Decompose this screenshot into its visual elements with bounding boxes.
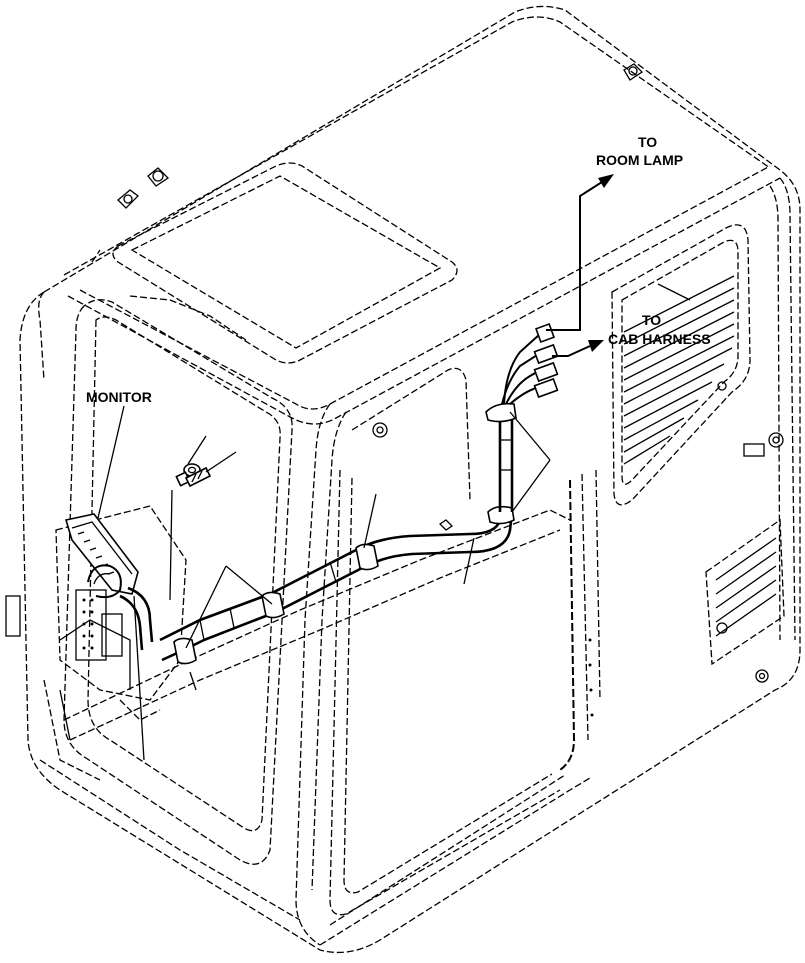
monitor-label: MONITOR (86, 389, 152, 405)
room-lamp-label-to: TO (638, 134, 657, 150)
switch-panel-dots (82, 598, 94, 650)
wiring-harness (119, 323, 559, 665)
room-lamp-arrow (546, 174, 614, 331)
monitor-unit (64, 513, 139, 599)
cab-shell-outline (19, 5, 801, 954)
dash-console (5, 505, 571, 781)
right-side-window (611, 224, 751, 506)
cab-harness-label-to: TO (642, 312, 661, 328)
front-door-frame (329, 367, 601, 916)
cab-harness-label: CAB HARNESS (608, 331, 711, 347)
rear-lower-panel (705, 432, 785, 683)
window-glass-hatch (623, 275, 735, 465)
room-lamp-label: ROOM LAMP (596, 152, 683, 168)
leader-lines (97, 405, 551, 761)
roof-details (91, 63, 644, 341)
cab-harness-arrow (552, 340, 604, 357)
roof-hatch (112, 162, 458, 364)
hardware-bolt (175, 466, 212, 488)
left-window-frame (63, 299, 293, 865)
